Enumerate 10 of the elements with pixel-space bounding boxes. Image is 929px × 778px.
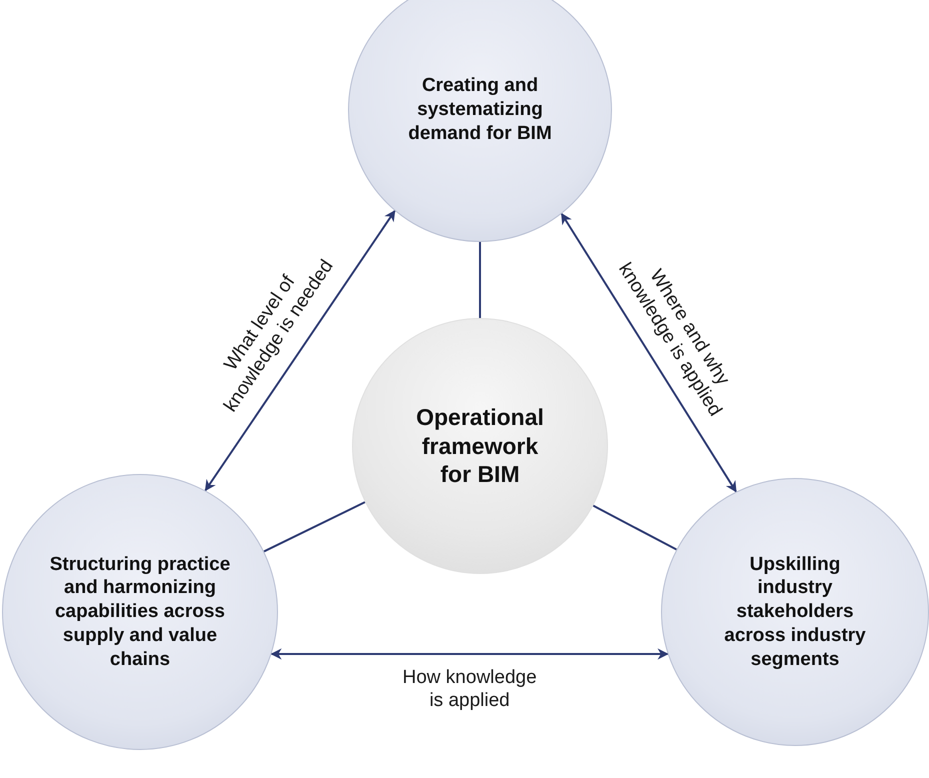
connector-line <box>592 504 677 550</box>
node-text: Operational framework for BIM <box>415 402 545 490</box>
connector-line <box>264 501 366 552</box>
connector-line <box>479 242 481 318</box>
node-text: Upskilling industry stakeholders across industry segments <box>723 552 867 672</box>
arrow <box>560 212 737 492</box>
arrow <box>270 648 669 660</box>
node-text: Creating and systematizing demand for BIM <box>407 74 553 146</box>
node-text: Structuring practice and harmonizing capabilities across supply and value chains <box>48 552 232 672</box>
arrow <box>204 210 396 492</box>
